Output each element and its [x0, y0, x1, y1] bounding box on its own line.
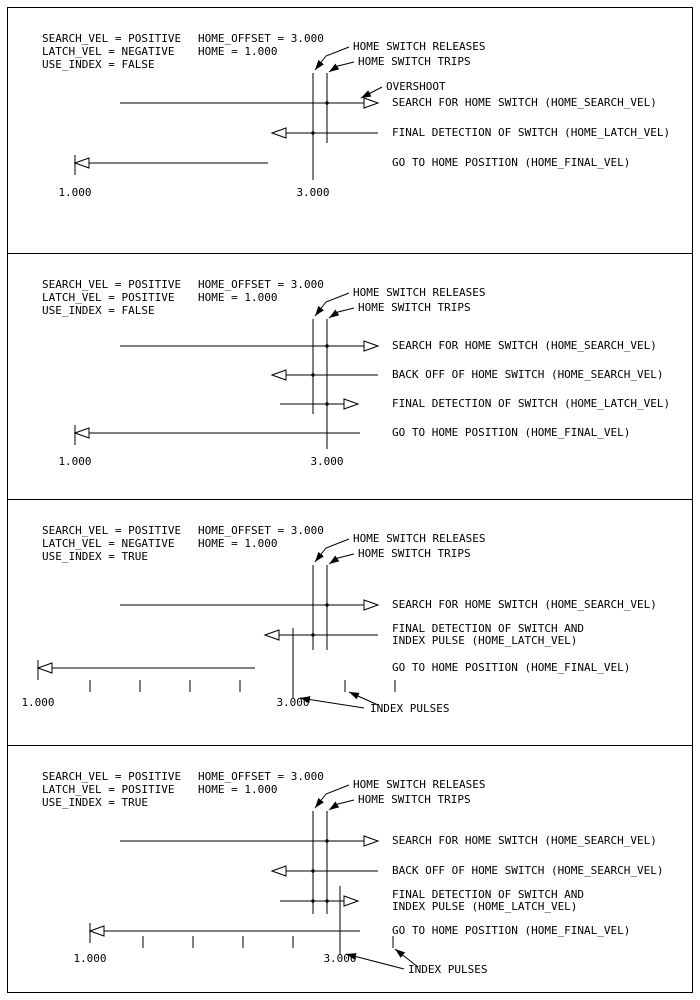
callout-home-switch-releases: HOME SWITCH RELEASES	[353, 778, 485, 791]
param-search-vel: SEARCH_VEL = POSITIVE	[42, 278, 181, 291]
panel-2-drawing: SEARCH_VEL = POSITIVE HOME_OFFSET = 3.00…	[42, 278, 670, 468]
step-label-latch: FINAL DETECTION OF SWITCH (HOME_LATCH_VE…	[392, 126, 670, 139]
index-pulse-ticks	[142, 936, 394, 948]
search-move-line	[120, 97, 380, 109]
param-latch-vel: LATCH_VEL = NEGATIVE	[42, 537, 174, 550]
leader-index-2	[394, 948, 419, 968]
callout-overshoot: OVERSHOOT	[386, 80, 446, 93]
callout-home-switch-releases: HOME SWITCH RELEASES	[353, 40, 485, 53]
panel-search-pos-latch-pos-noindex: SEARCH_VEL = POSITIVE HOME_OFFSET = 3.00…	[8, 254, 692, 500]
callout-home-switch-trips: HOME SWITCH TRIPS	[358, 793, 471, 806]
param-home-offset: HOME_OFFSET = 3.000	[198, 32, 324, 45]
latch-move-line	[280, 895, 360, 907]
backoff-move-line	[270, 369, 378, 381]
step-label-final: GO TO HOME POSITION (HOME_FINAL_VEL)	[392, 426, 630, 439]
param-search-vel: SEARCH_VEL = POSITIVE	[42, 524, 181, 537]
panel-search-pos-latch-neg-noindex: SEARCH_VEL = POSITIVE HOME_OFFSET = 3.00…	[8, 8, 692, 254]
step-label-final: GO TO HOME POSITION (HOME_FINAL_VEL)	[392, 156, 630, 169]
step-label-latch: FINAL DETECTION OF SWITCH (HOME_LATCH_VE…	[392, 397, 670, 410]
leader-releases	[314, 784, 350, 809]
final-move-line	[88, 925, 360, 937]
panel-4-drawing: SEARCH_VEL = POSITIVE HOME_OFFSET = 3.00…	[42, 770, 664, 976]
home-switch-lines	[312, 73, 328, 180]
panel-3-drawing: SEARCH_VEL = POSITIVE HOME_OFFSET = 3.00…	[21, 524, 657, 715]
axis-home-label: 1.000	[58, 455, 91, 468]
axis-offset-label: 3.000	[310, 455, 343, 468]
search-move-line	[120, 340, 380, 352]
axis-home-label: 1.000	[21, 696, 54, 709]
param-home: HOME = 1.000	[198, 291, 277, 304]
param-use-index: USE_INDEX = FALSE	[42, 58, 155, 71]
param-search-vel: SEARCH_VEL = POSITIVE	[42, 770, 181, 783]
axis-home-label: 1.000	[73, 952, 106, 965]
param-latch-vel: LATCH_VEL = POSITIVE	[42, 291, 174, 304]
leader-index-1	[345, 953, 405, 970]
callout-home-switch-trips: HOME SWITCH TRIPS	[358, 547, 471, 560]
leader-trips	[328, 61, 355, 73]
index-pulses-label: INDEX PULSES	[370, 702, 449, 715]
callout-home-switch-releases: HOME SWITCH RELEASES	[353, 286, 485, 299]
search-move-line	[120, 835, 380, 847]
step-label-final: GO TO HOME POSITION (HOME_FINAL_VEL)	[392, 924, 630, 937]
step-label-latch-line1: FINAL DETECTION OF SWITCH AND	[392, 888, 584, 901]
callout-home-switch-releases: HOME SWITCH RELEASES	[353, 532, 485, 545]
home-switch-lines	[312, 565, 328, 650]
leader-trips	[328, 799, 355, 811]
axis-offset-label: 3.000	[276, 696, 309, 709]
step-label-search: SEARCH FOR HOME SWITCH (HOME_SEARCH_VEL)	[392, 96, 657, 109]
step-label-latch-line2: INDEX PULSE (HOME_LATCH_VEL)	[392, 634, 577, 647]
final-move-line	[73, 157, 268, 169]
index-pulse-ticks	[89, 680, 396, 692]
backoff-move-line	[270, 865, 378, 877]
final-move-line	[36, 662, 255, 674]
param-home: HOME = 1.000	[198, 45, 277, 58]
leader-trips	[328, 307, 355, 319]
param-use-index: USE_INDEX = TRUE	[42, 550, 148, 563]
panel-1-drawing: SEARCH_VEL = POSITIVE HOME_OFFSET = 3.00…	[42, 32, 670, 199]
param-latch-vel: LATCH_VEL = POSITIVE	[42, 783, 174, 796]
param-use-index: USE_INDEX = TRUE	[42, 796, 148, 809]
leader-index-1	[299, 696, 365, 709]
param-search-vel: SEARCH_VEL = POSITIVE	[42, 32, 181, 45]
step-label-search: SEARCH FOR HOME SWITCH (HOME_SEARCH_VEL)	[392, 834, 657, 847]
leader-overshoot	[360, 86, 383, 99]
param-home-offset: HOME_OFFSET = 3.000	[198, 524, 324, 537]
leader-releases	[314, 538, 350, 563]
leader-trips	[328, 553, 355, 565]
param-home-offset: HOME_OFFSET = 3.000	[198, 278, 324, 291]
final-move-line	[73, 427, 360, 439]
diagram-frame: SEARCH_VEL = POSITIVE HOME_OFFSET = 3.00…	[7, 7, 693, 993]
step-label-search: SEARCH FOR HOME SWITCH (HOME_SEARCH_VEL)	[392, 598, 657, 611]
step-label-latch-line1: FINAL DETECTION OF SWITCH AND	[392, 622, 584, 635]
step-label-backoff: BACK OFF OF HOME SWITCH (HOME_SEARCH_VEL…	[392, 368, 664, 381]
step-label-latch-line2: INDEX PULSE (HOME_LATCH_VEL)	[392, 900, 577, 913]
step-label-final: GO TO HOME POSITION (HOME_FINAL_VEL)	[392, 661, 630, 674]
step-label-search: SEARCH FOR HOME SWITCH (HOME_SEARCH_VEL)	[392, 339, 657, 352]
latch-move-line	[263, 629, 378, 641]
home-switch-lines	[312, 811, 328, 914]
param-home: HOME = 1.000	[198, 783, 277, 796]
param-home: HOME = 1.000	[198, 537, 277, 550]
param-latch-vel: LATCH_VEL = NEGATIVE	[42, 45, 174, 58]
latch-move-line	[280, 398, 360, 410]
home-switch-lines	[312, 319, 328, 449]
axis-home-label: 1.000	[58, 186, 91, 199]
leader-releases	[314, 46, 350, 71]
step-label-backoff: BACK OFF OF HOME SWITCH (HOME_SEARCH_VEL…	[392, 864, 664, 877]
param-use-index: USE_INDEX = FALSE	[42, 304, 155, 317]
param-home-offset: HOME_OFFSET = 3.000	[198, 770, 324, 783]
callout-home-switch-trips: HOME SWITCH TRIPS	[358, 55, 471, 68]
panel-search-pos-latch-pos-index: SEARCH_VEL = POSITIVE HOME_OFFSET = 3.00…	[8, 746, 692, 992]
axis-offset-label: 3.000	[323, 952, 356, 965]
index-pulses-label: INDEX PULSES	[408, 963, 487, 976]
search-move-line	[120, 599, 380, 611]
leader-index-2	[348, 691, 379, 706]
callout-home-switch-trips: HOME SWITCH TRIPS	[358, 301, 471, 314]
axis-offset-label: 3.000	[296, 186, 329, 199]
panel-search-pos-latch-neg-index: SEARCH_VEL = POSITIVE HOME_OFFSET = 3.00…	[8, 500, 692, 746]
leader-releases	[314, 292, 350, 317]
latch-move-line	[270, 127, 378, 139]
